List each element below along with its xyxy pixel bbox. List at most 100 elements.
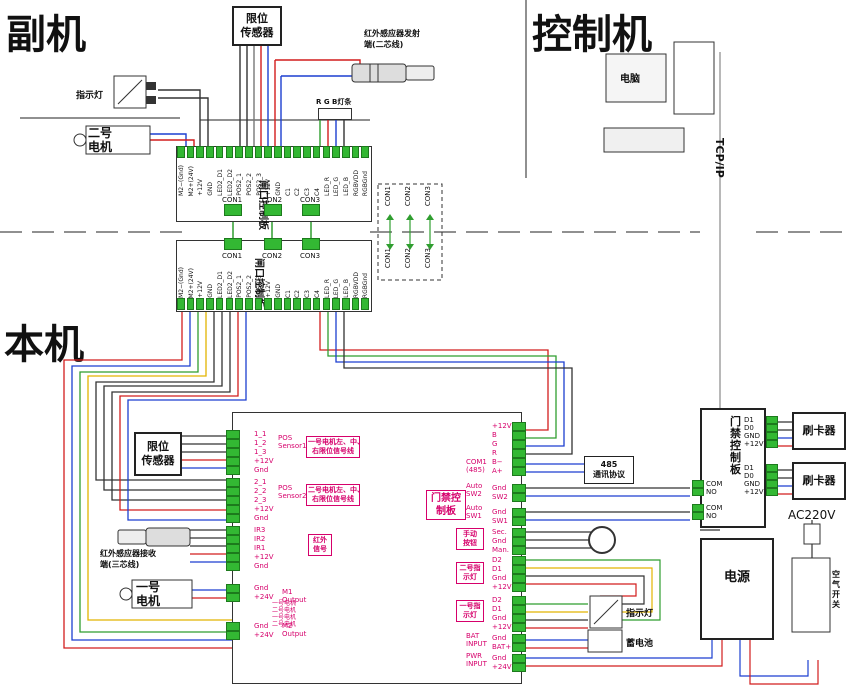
terminal-screw bbox=[512, 493, 526, 502]
pin-label: C4 bbox=[313, 289, 321, 298]
terminal-screw bbox=[512, 605, 526, 614]
pin-label: GND bbox=[275, 284, 282, 298]
terminal-screw bbox=[196, 298, 205, 310]
terminal-screw bbox=[512, 431, 526, 440]
terminal-label: Gnd bbox=[492, 508, 507, 516]
terminal-screw bbox=[215, 298, 224, 310]
terminal-label: 2_3 bbox=[254, 496, 267, 504]
card-reader-2: 刷卡器 bbox=[792, 462, 846, 500]
con-label: CON3 bbox=[300, 196, 321, 204]
pin-label: POS2_1 bbox=[236, 173, 244, 196]
terminal-label: +24V bbox=[254, 631, 274, 639]
pin-label: C3 bbox=[304, 187, 312, 196]
pin-label: +12V bbox=[265, 281, 273, 298]
terminal-screw bbox=[274, 298, 282, 310]
pin-label: GND bbox=[207, 182, 215, 196]
motor-note: 二号电机 bbox=[272, 607, 297, 614]
terminal-label: BAT+ bbox=[492, 643, 512, 651]
terminal-screw bbox=[766, 424, 778, 432]
terminal-screw bbox=[512, 654, 526, 663]
pin-label: LED_B bbox=[342, 177, 350, 196]
terminal-screw bbox=[225, 146, 234, 158]
terminal-label: SW2 bbox=[492, 493, 508, 501]
battery-label: 蓄电池 bbox=[626, 639, 654, 649]
terminal-screw bbox=[512, 614, 526, 623]
terminal-label: Gnd bbox=[254, 466, 269, 474]
pin-label: +12V bbox=[265, 179, 273, 196]
motor-note: 一号电机 bbox=[272, 614, 297, 621]
terminal-screw bbox=[766, 480, 778, 488]
terminal-label: D1 bbox=[492, 605, 502, 613]
ind1-note: 一号指 示灯 bbox=[456, 600, 484, 622]
sensor2-name: POS Sensor2 bbox=[278, 484, 307, 500]
legend-con-bottom: CON1 bbox=[384, 248, 392, 269]
terminal-label: 2_2 bbox=[254, 487, 267, 495]
terminal-screw bbox=[512, 574, 526, 583]
ir-emitter-label: 红外感应器发射 端(二芯线) bbox=[364, 29, 420, 49]
terminal-screw bbox=[226, 448, 240, 457]
pin-label: LED_R bbox=[323, 177, 331, 196]
com-no-label: COM bbox=[706, 504, 723, 512]
reader-pin-label: D1 bbox=[744, 464, 754, 472]
terminal-label: +12V bbox=[492, 583, 512, 591]
legend-con-top: CON1 bbox=[384, 186, 392, 207]
terminal-screw bbox=[361, 146, 369, 158]
terminal-screw bbox=[215, 146, 224, 158]
con-label: CON2 bbox=[262, 196, 283, 204]
terminal-label: G bbox=[492, 440, 498, 448]
terminal-screw bbox=[283, 146, 292, 158]
reader-pin-label: D0 bbox=[744, 472, 754, 480]
terminal-screw bbox=[186, 298, 195, 310]
terminal-screw bbox=[264, 146, 272, 158]
terminal-screw bbox=[312, 146, 321, 158]
terminal-label: 2_1 bbox=[254, 478, 267, 486]
pin-label: M2+(24V) bbox=[187, 165, 195, 196]
terminal-label: Gnd bbox=[492, 537, 507, 545]
terminal-label: B bbox=[492, 431, 497, 439]
pin-label: LED_R bbox=[323, 279, 331, 298]
con-label: CON2 bbox=[262, 252, 283, 260]
terminal-screw bbox=[226, 584, 240, 593]
terminal-screw bbox=[512, 634, 526, 643]
pin-label: POS2_3 bbox=[255, 173, 263, 196]
terminal-screw bbox=[254, 146, 263, 158]
terminal-label: Man. bbox=[492, 546, 509, 554]
terminal-screw bbox=[186, 146, 195, 158]
secondary-indicator-label: 指示灯 bbox=[76, 91, 104, 101]
terminal-screw bbox=[177, 146, 185, 158]
terminal-screw bbox=[264, 298, 272, 310]
terminal-screw bbox=[225, 298, 234, 310]
terminal-screw bbox=[226, 593, 240, 602]
terminal-label: SW1 bbox=[492, 517, 508, 525]
terminal-screw bbox=[512, 422, 526, 431]
terminal-label: Gnd bbox=[492, 654, 507, 662]
pin-label: +12V bbox=[197, 281, 205, 298]
terminal-screw bbox=[235, 146, 243, 158]
pin-label: GND bbox=[207, 284, 215, 298]
terminal-label: +12V bbox=[254, 505, 274, 513]
terminal-screw bbox=[512, 623, 526, 632]
terminal-screw bbox=[226, 478, 240, 487]
reader-pin-label: GND bbox=[744, 480, 761, 488]
terminal-screw bbox=[341, 298, 350, 310]
section-title-secondary: 副机 bbox=[6, 12, 86, 58]
terminal-label: Gnd bbox=[492, 574, 507, 582]
protocol-485-box: 485 通讯协议 bbox=[584, 456, 634, 484]
terminal-label: +12V bbox=[254, 457, 274, 465]
manual-note: 手动 按钮 bbox=[456, 528, 484, 550]
terminal-screw bbox=[341, 146, 350, 158]
pin-label: POS2_3 bbox=[255, 275, 263, 298]
pin-label: LED2_D1 bbox=[216, 270, 224, 298]
con-port bbox=[264, 238, 282, 250]
terminal-label: R bbox=[492, 449, 497, 457]
terminal-screw bbox=[512, 484, 526, 493]
pin-label: M2+(24V) bbox=[187, 267, 195, 298]
terminal-label: Gnd bbox=[254, 584, 269, 592]
terminal-screw bbox=[226, 487, 240, 496]
terminal-label: Gnd bbox=[254, 562, 269, 570]
